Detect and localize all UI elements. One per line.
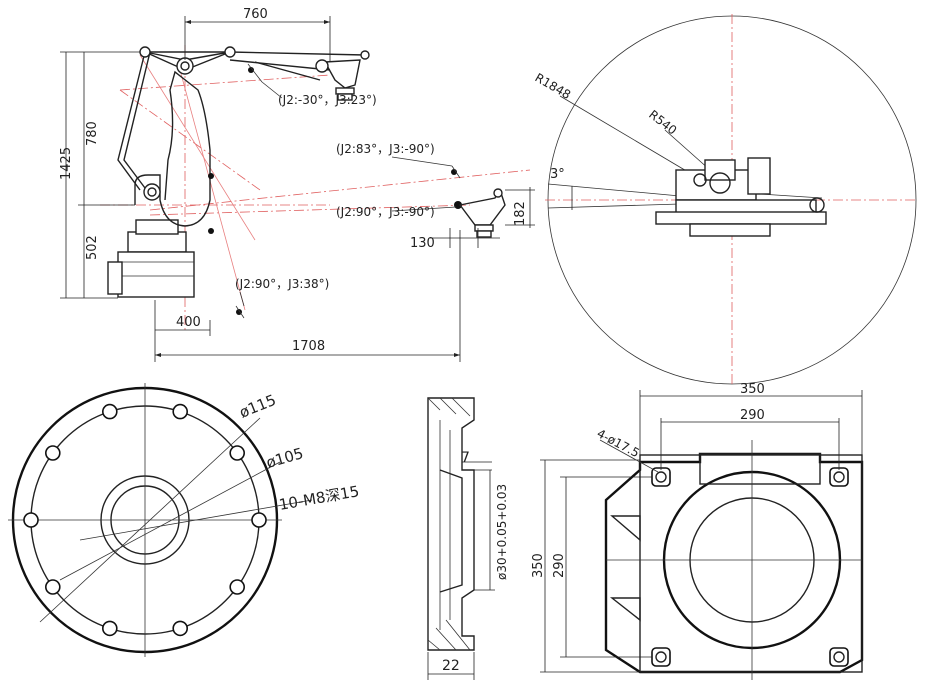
- robot-side-view: [60, 16, 535, 362]
- base-plate-view: [540, 390, 864, 680]
- base-holes-label: 4-ø17.5: [595, 426, 642, 460]
- bolt-hole: [44, 579, 61, 595]
- bore-label: ø30+0.05+0.03: [495, 484, 509, 580]
- pose-label-3: (J2:90°，J3:-90°): [336, 205, 435, 219]
- bolt-hole: [44, 445, 61, 461]
- width-holes-label: 290: [740, 408, 765, 423]
- height-outer-label: 350: [531, 553, 546, 578]
- robot-top-view-labels: R1848 R540 3°: [533, 70, 680, 182]
- angle-label: 3°: [550, 167, 565, 182]
- pose-label-1: (J2:-30°，J3:23°): [278, 93, 377, 107]
- width-outer-label: 350: [740, 382, 765, 397]
- dim-base-height: 502: [85, 235, 100, 260]
- thickness-label: 22: [442, 658, 460, 674]
- flange-front-view-labels: ø115 ø105 10-M8深15: [237, 391, 361, 514]
- height-holes-label: 290: [552, 553, 567, 578]
- bolt-hole: [102, 620, 118, 637]
- dim-wrist-offset: 130: [410, 236, 435, 251]
- pose-label-2: (J2:83°，J3:-90°): [336, 142, 435, 156]
- bolt-hole: [23, 512, 39, 528]
- robot-side-view-labels: 760 1425 780 502 400 1708 130 182 (J2:-3…: [59, 7, 528, 354]
- robot-top-view: [545, 14, 918, 386]
- bolt-hole: [102, 403, 118, 420]
- bolt-holes: [23, 403, 267, 637]
- dim-base-offset: 400: [176, 315, 201, 330]
- flange-section-view: [427, 397, 495, 680]
- bolt-hole: [229, 445, 245, 461]
- dim-wrist-height: 182: [513, 201, 528, 226]
- flange-section-view-labels: 7 ø30+0.05+0.03 22: [442, 450, 509, 674]
- bolt-hole: [172, 403, 188, 420]
- dim-total-height: 1425: [59, 147, 74, 180]
- depth-label: 7: [461, 450, 470, 466]
- dim-reach-top: 760: [243, 7, 268, 22]
- flange-front-view: [8, 383, 313, 657]
- bolt-hole: [229, 579, 245, 595]
- dia-outer-label: ø115: [237, 391, 279, 422]
- dia-pcd-label: ø105: [264, 444, 305, 472]
- bolt-hole: [172, 620, 188, 637]
- radius-outer-label: R1848: [533, 70, 574, 102]
- pose-label-4: (J2:90°，J3:38°): [235, 277, 329, 291]
- dim-max-reach: 1708: [292, 339, 325, 354]
- holes-label: 10-M8深15: [278, 482, 361, 514]
- bolt-hole: [251, 512, 267, 528]
- dim-upper-height: 780: [85, 121, 100, 146]
- radius-inner-label: R540: [646, 107, 679, 137]
